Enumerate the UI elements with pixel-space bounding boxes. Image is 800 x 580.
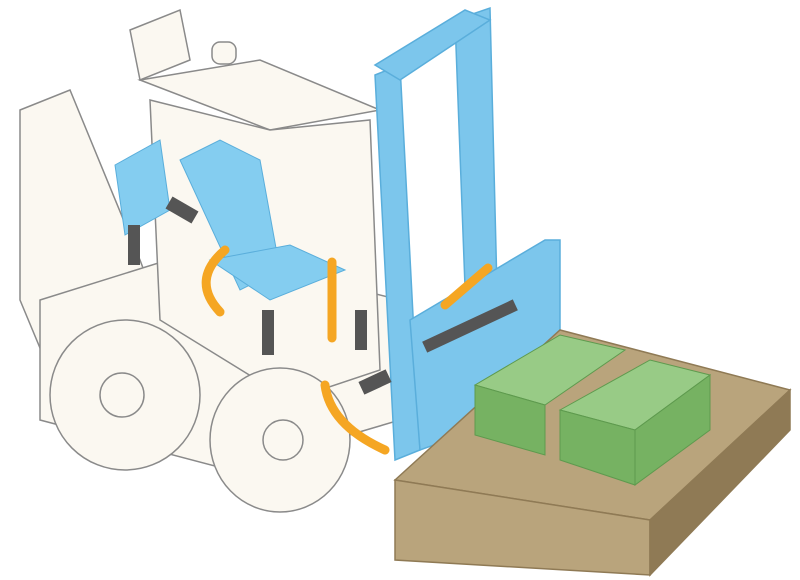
wheels [49,319,351,513]
linear-actuator [262,310,274,355]
linear-actuator [165,196,199,224]
motion-arrow [440,263,493,310]
box-2-side [634,374,711,486]
seat [114,139,347,301]
motion-arrows [201,245,493,455]
motion-arrow [320,380,390,455]
box-1-front [474,384,546,456]
pallet-side [649,388,791,577]
linear-actuator [128,225,140,265]
mast-top-beam [373,9,492,81]
linear-actuator [422,299,518,353]
rear-hub [99,372,145,418]
front-hub [262,419,304,461]
linear-actuator [358,369,392,395]
load-boxes [473,334,712,486]
actuators [128,196,518,395]
seat-cushion [208,244,347,301]
beacon [211,41,237,65]
linear-actuator [355,310,367,350]
exhaust-stack [129,8,191,82]
motion-arrow [201,245,230,317]
